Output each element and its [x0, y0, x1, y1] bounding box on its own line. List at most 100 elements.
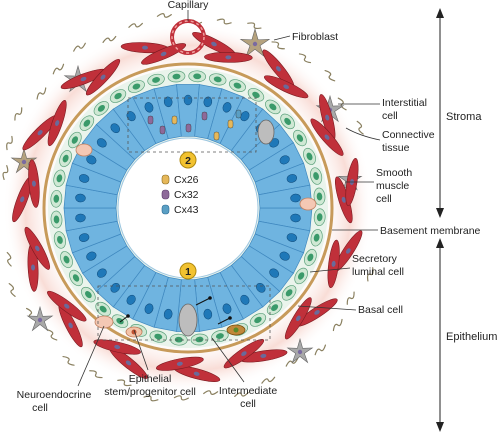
luminal-nucleus: [126, 294, 136, 305]
basal-nucleus: [62, 154, 69, 163]
smooth-muscle-nucleus: [275, 66, 281, 72]
progenitor-cell-left: [75, 143, 93, 157]
connective-fiber: [314, 344, 327, 356]
legend-cx26: Cx26: [161, 174, 199, 186]
luminal-nucleus: [163, 96, 173, 108]
basal-nucleus: [306, 152, 313, 161]
connective-fiber: [62, 355, 75, 366]
smooth-muscle-nucleus: [324, 134, 330, 140]
smooth-muscle-nucleus: [260, 353, 267, 358]
smooth-muscle-nucleus: [193, 371, 200, 376]
luminal-nucleus: [96, 138, 107, 148]
stroma-range-arrow: [436, 8, 444, 218]
basal-nucleus: [271, 304, 279, 311]
luminal-nucleus: [86, 251, 97, 261]
connective-fiber: [203, 390, 219, 395]
smooth-muscle-nucleus: [283, 84, 290, 89]
basal-nucleus: [116, 317, 124, 325]
label-secretory-2: luminal cell: [352, 266, 404, 278]
connective-fiber: [261, 376, 276, 384]
label-basement-membrane: Basement membrane: [380, 225, 481, 237]
connexin-legend: 2 Cx26 Cx32 Cx43: [161, 151, 199, 216]
basal-nucleus: [174, 336, 183, 343]
leader-lines: [77, 10, 381, 387]
gap-junction: [171, 115, 178, 125]
luminal-nucleus: [240, 111, 250, 122]
basal-nucleus: [85, 291, 92, 299]
connective-fiber: [216, 18, 232, 25]
connective-fiber: [356, 120, 364, 135]
basal-nucleus: [313, 233, 320, 242]
luminal-nucleus: [279, 251, 290, 261]
interstitial-cell-nucleus: [37, 317, 43, 323]
label-intermediate-2: cell: [240, 398, 256, 410]
smooth-muscle-nucleus: [341, 196, 346, 203]
connective-fiber: [156, 13, 172, 18]
neuroendocrine-cell-top: [257, 119, 275, 145]
smooth-muscle-nucleus: [68, 322, 73, 329]
basal-nucleus: [313, 172, 319, 181]
label-neuroendocrine-1: Neuroendocrine: [17, 389, 92, 401]
legend-label-cx32: Cx32: [174, 189, 199, 201]
label-interstitial-cell-2: cell: [382, 110, 398, 122]
connective-fiber: [36, 87, 47, 100]
connective-fiber: [285, 357, 299, 367]
smooth-muscle-nucleus: [125, 360, 132, 366]
gap-junction: [227, 119, 234, 129]
smooth-muscle-nucleus: [314, 310, 320, 315]
connective-fiber: [14, 107, 23, 121]
basal-nucleus: [316, 192, 323, 201]
label-smooth-muscle-1: Smooth: [376, 167, 412, 179]
lineage-arrow-head: [126, 314, 130, 318]
label-smooth-muscle-2: muscle: [376, 180, 409, 192]
label-secretory-1: Secretory: [352, 253, 398, 265]
legend-cx43: Cx43: [161, 204, 199, 216]
smooth-muscle-nucleus: [55, 120, 60, 126]
luminal-nucleus: [78, 233, 90, 242]
smooth-muscle-nucleus: [31, 180, 36, 187]
connective-fiber: [143, 395, 159, 402]
luminal-nucleus: [203, 96, 213, 108]
lineage-arrow: [195, 297, 211, 306]
luminal-nucleus: [222, 303, 232, 314]
basal-nucleus: [195, 336, 204, 343]
connective-fiber: [128, 22, 143, 28]
luminal-nucleus: [75, 213, 86, 223]
fibroblast-cell-nucleus: [21, 159, 27, 165]
connective-fiber: [271, 41, 285, 50]
basal-nucleus: [63, 255, 70, 264]
gap-junction: [235, 109, 242, 119]
gap-junction: [159, 125, 166, 135]
inset-box-top: [127, 97, 257, 153]
label-interstitial-cell-1: Interstitial: [382, 97, 427, 109]
luminal-nucleus: [144, 102, 154, 113]
connective-fiber: [52, 63, 65, 75]
basal-nucleus: [307, 253, 314, 262]
marker-2-badge: 2: [179, 151, 197, 169]
basal-nucleus: [132, 83, 141, 90]
connective-fiber: [6, 135, 13, 151]
legend-cx32: Cx32: [161, 189, 199, 201]
smooth-muscle-nucleus: [241, 351, 247, 357]
gap-junction: [185, 123, 192, 133]
connective-fiber: [46, 329, 58, 341]
basal-nucleus: [213, 76, 222, 83]
basal-nucleus: [254, 316, 262, 324]
smooth-muscle-nucleus: [225, 55, 232, 60]
epithelium-label-bg: [444, 329, 500, 343]
smooth-muscle-nucleus: [160, 51, 167, 57]
interstitial-cell-nucleus: [297, 349, 303, 355]
connective-fiber: [102, 35, 117, 43]
label-connective-tissue-1: Connective: [382, 129, 435, 141]
luminal-nucleus: [279, 155, 290, 165]
smooth-muscle-nucleus: [176, 361, 183, 366]
basement-membrane: [42, 62, 334, 354]
progenitor-cell-right: [299, 197, 317, 211]
basal-nucleus: [297, 272, 305, 280]
label-intermediate-1: Intermediate: [219, 385, 278, 397]
label-epithelial-stem-1: Epithelial: [129, 373, 172, 385]
smooth-muscle-nucleus: [114, 344, 121, 350]
intermediate-nucleus: [233, 327, 239, 333]
legend-label-cx26: Cx26: [174, 174, 199, 186]
